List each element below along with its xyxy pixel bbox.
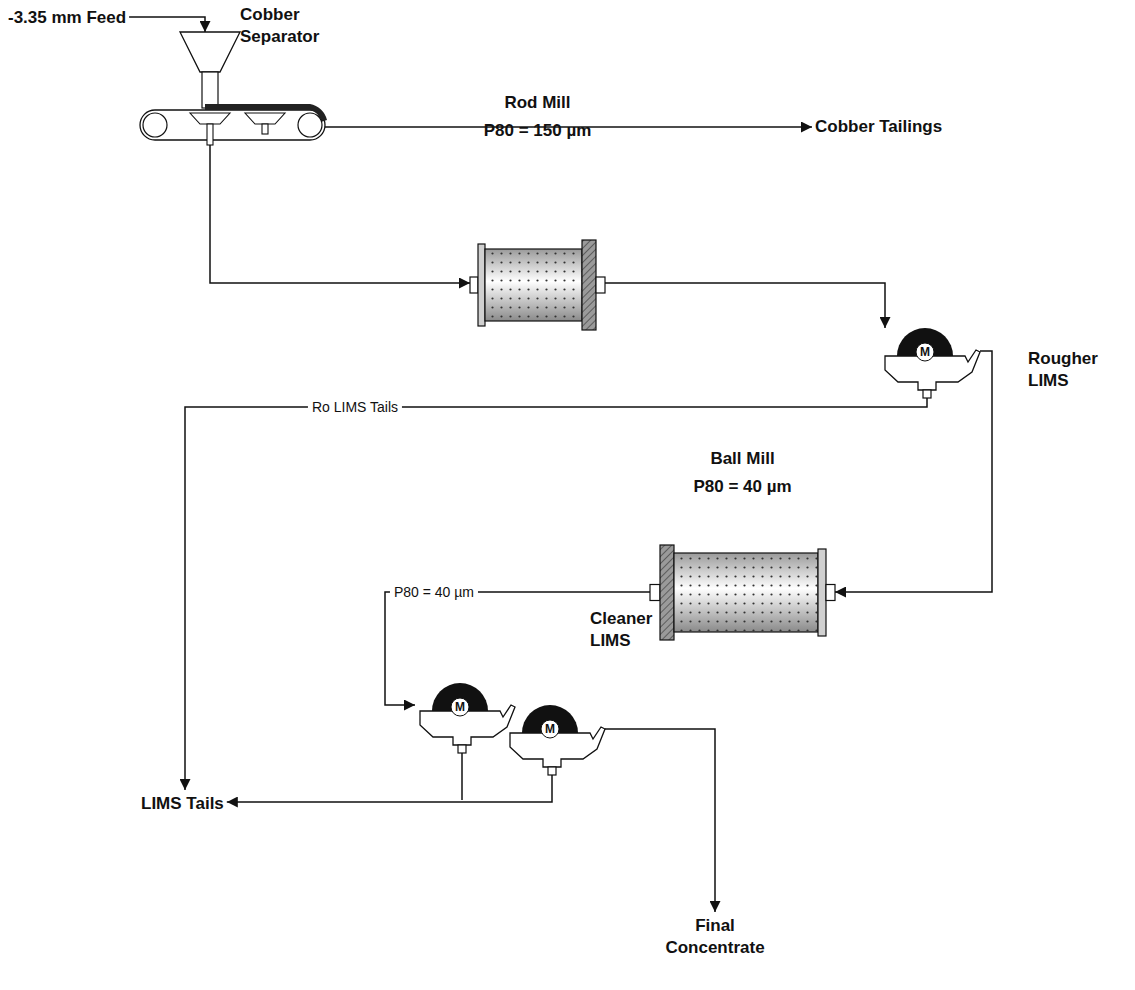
equipment-label: Cobber Tailings [815,116,942,138]
flow-arrow [210,145,470,283]
cobber-separator: Cobber Separator [140,32,325,145]
rougher-lims-drawing [880,328,980,398]
flow-arrow [227,775,552,802]
flow-arrow [185,398,927,790]
cleaner-lims-drawing [415,683,605,775]
tails-pipe [461,753,463,800]
flow-arrow [605,729,715,912]
flow-arrow [129,17,205,32]
flow-arrow [835,351,992,592]
motor-mark: M [450,699,470,715]
motor-mark: M [540,721,560,737]
cobber-separator-drawing [140,32,325,145]
equipment-label: Rod Mill [450,92,625,114]
rod-mill: Rod MillP80 = 150 µm [470,240,605,330]
magnetic-separator [885,328,980,398]
equipment-label: Cobber Separator [240,4,340,48]
equipment-label: Rougher LIMS [1028,348,1118,392]
equipment-label: LIMS Tails [141,793,224,815]
concentrate-label: Final Concentrate [650,912,780,962]
tails-label: LIMS Tails [138,790,227,818]
equipment-label: Cleaner LIMS [590,608,680,652]
ball-mill-drawing [650,545,835,640]
rougher-lims: MRougher LIMS [880,328,980,398]
equipment-label: Ball Mill [650,448,835,470]
equipment-label: Final Concentrate [653,915,777,959]
motor-mark: M [915,344,935,360]
equipment-label: P80 = 150 µm [440,120,635,142]
cleaner-lims: Cleaner LIMSMM [415,683,605,775]
magnetic-separator [420,683,515,753]
stream-label: P80 = 40 µm [390,584,478,601]
flow-arrow [605,283,885,328]
equipment-label: -3.35 mm Feed [8,7,126,29]
equipment-label: P80 = 40 µm [640,476,845,498]
stream-label: Ro LIMS Tails [308,399,402,416]
ball-mill: Ball MillP80 = 40 µm [650,545,835,640]
tailings-label: Cobber Tailings [812,113,945,141]
feed-label: -3.35 mm Feed [5,4,129,32]
magnetic-separator [510,705,605,775]
rod-mill-drawing [470,240,605,330]
